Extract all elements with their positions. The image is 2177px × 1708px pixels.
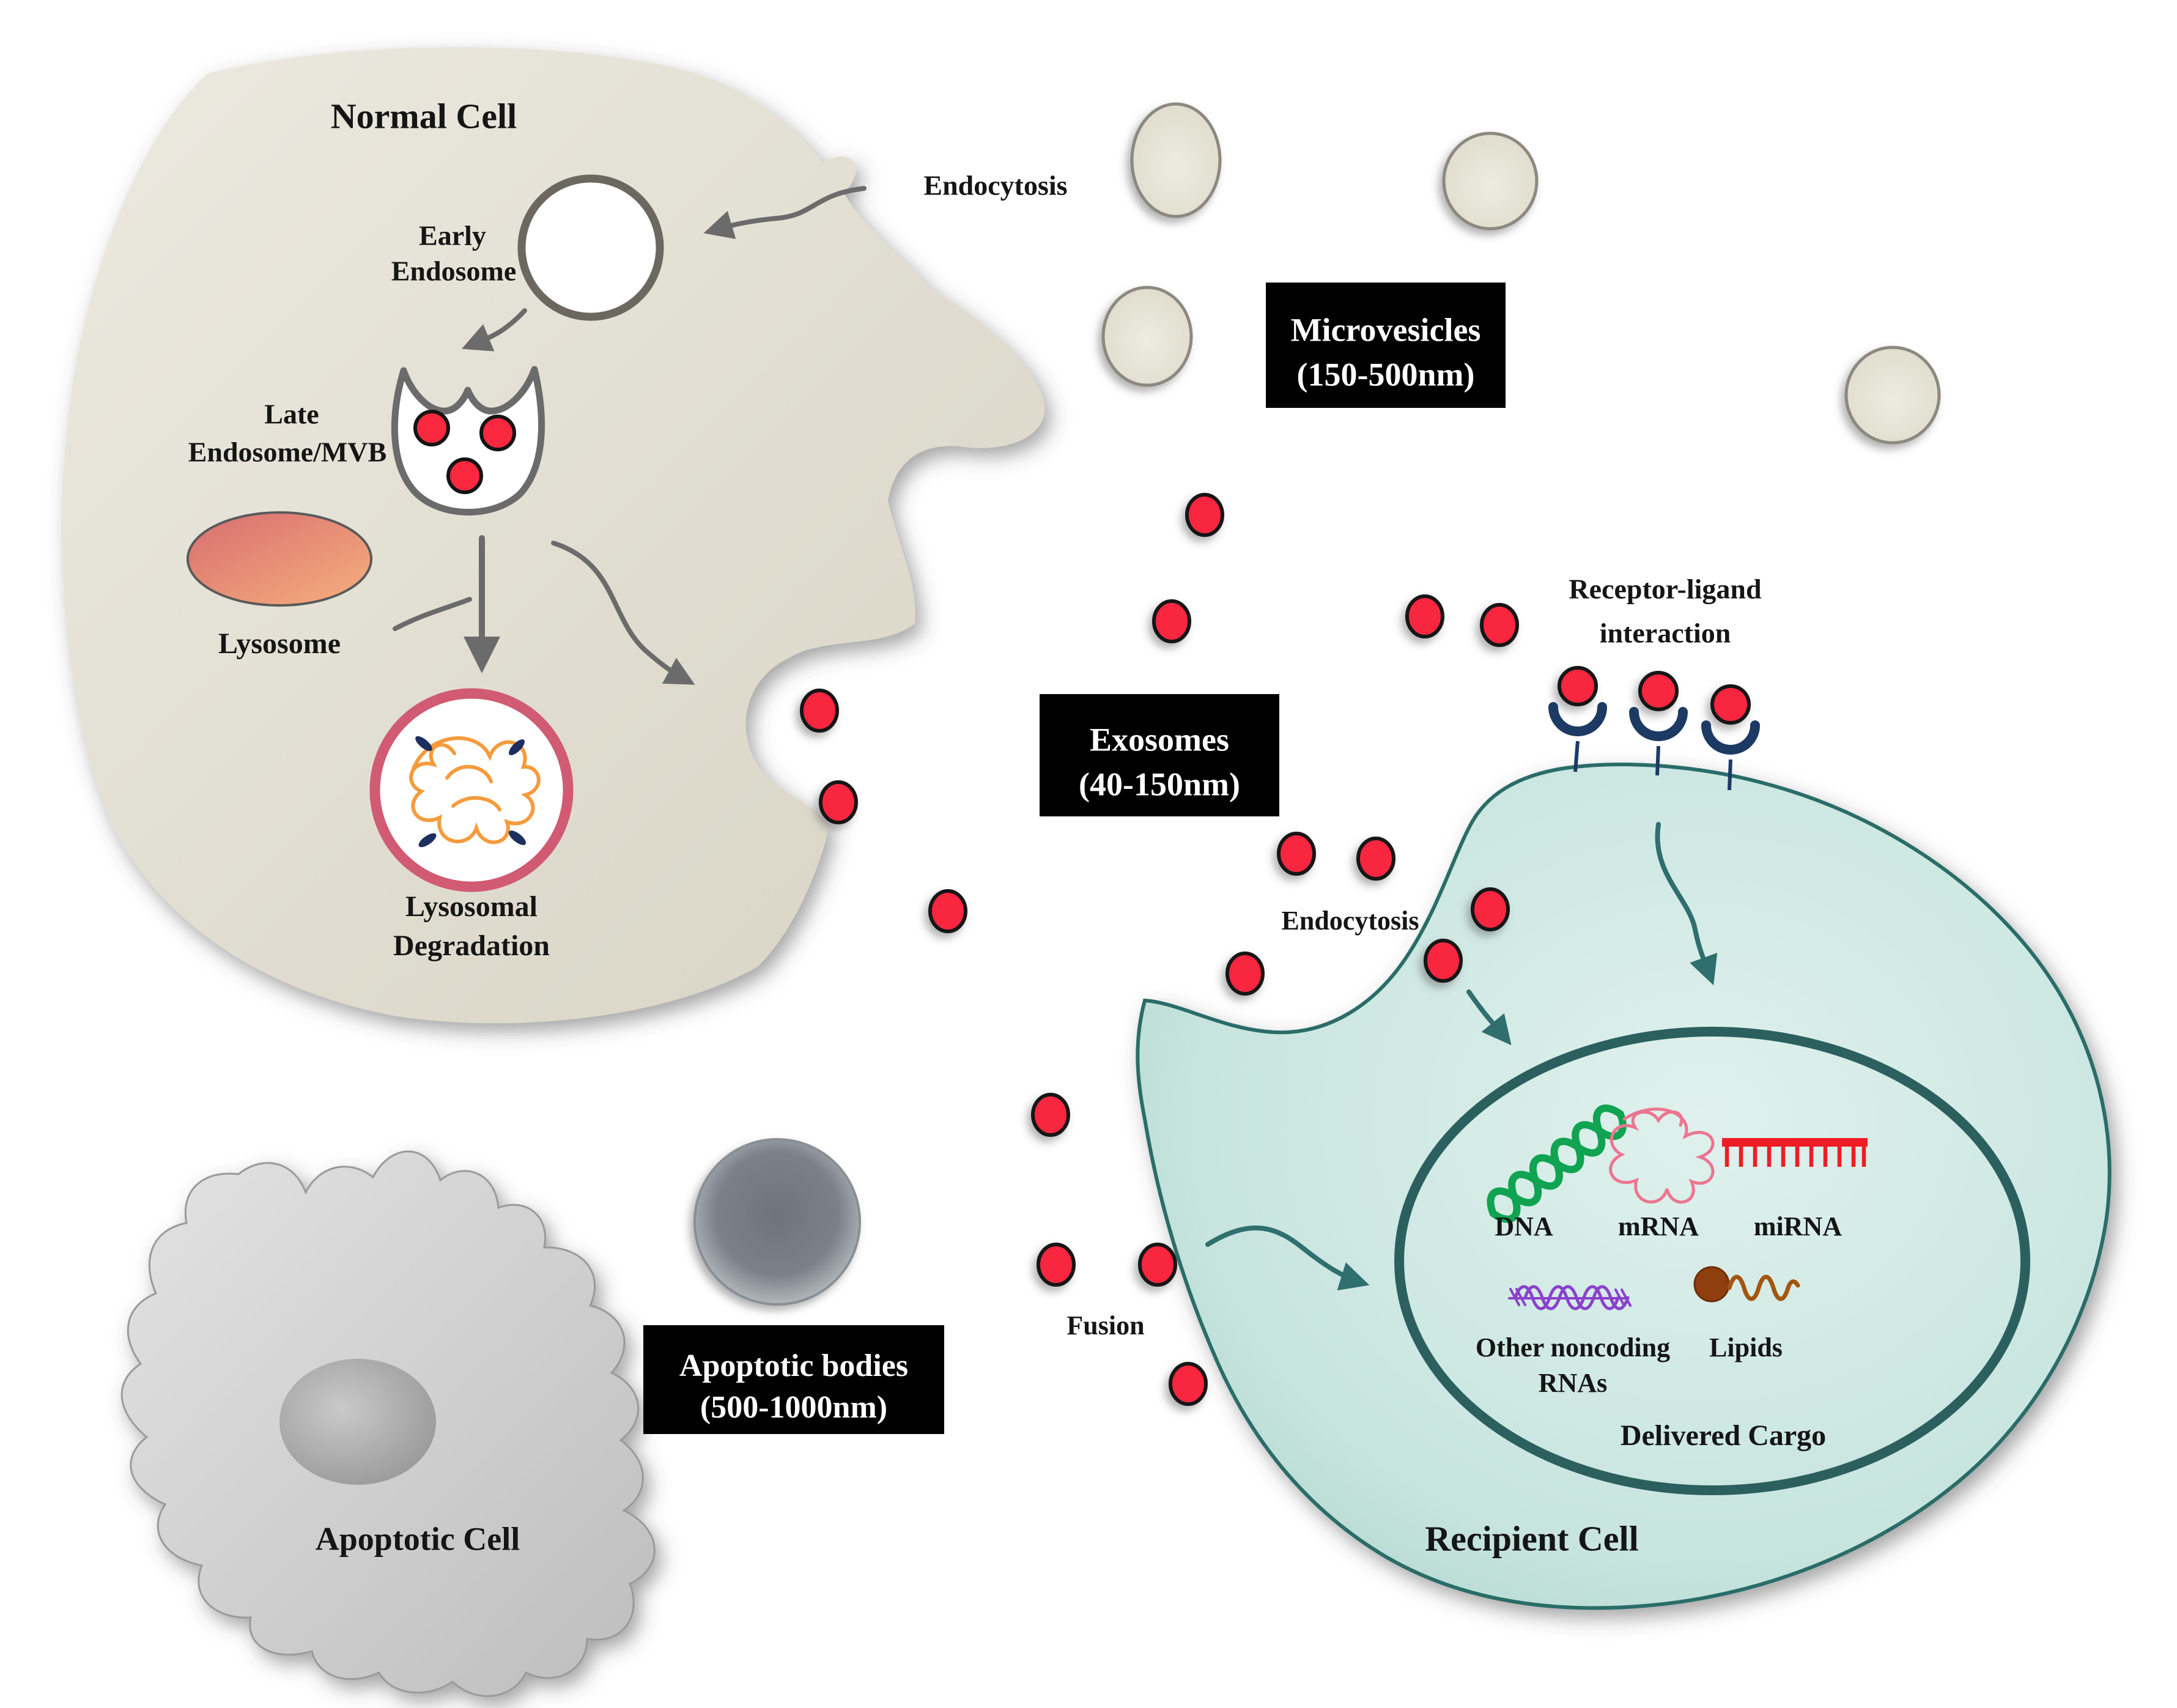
- degraded-fragment: [509, 739, 525, 755]
- delivered-cargo-label: Delivered Cargo: [1621, 1419, 1826, 1452]
- receptor-stem: [1655, 745, 1660, 776]
- exosome: [819, 780, 858, 824]
- receptor-ligand-label-line2: interaction: [1600, 618, 1731, 649]
- degraded-content-squiggle: [445, 764, 493, 783]
- early-endosome: [517, 174, 664, 321]
- receptor-bound-exosome: [1710, 684, 1751, 725]
- mirna-icon: [1722, 1138, 1868, 1167]
- normal-cell: Normal Cell Early Endosome Late Endosome…: [62, 46, 1068, 1024]
- exosome: [1471, 887, 1510, 931]
- apoptotic-bodies-size-box: Apoptotic bodies (500-1000nm): [643, 1325, 944, 1434]
- mirna-label: miRNA: [1754, 1211, 1842, 1241]
- late-endosome-mvb: [391, 366, 545, 516]
- receptor-stem: [1728, 759, 1732, 791]
- late-endosome-label-line2: Endosome/MVB: [188, 437, 387, 468]
- exosome: [928, 889, 967, 933]
- apoptotic-bodies-size: (500-1000nm): [700, 1390, 887, 1425]
- receptor-cup: [1629, 707, 1688, 741]
- lipids-icon: [1693, 1266, 1800, 1303]
- early-to-mvb-arrow: [461, 308, 527, 352]
- mrna-icon: [1609, 1107, 1715, 1204]
- dna-label: DNA: [1495, 1211, 1553, 1241]
- microvesicle: [1442, 131, 1539, 231]
- recipient-cell-title: Recipient Cell: [1425, 1518, 1639, 1558]
- lysosome-merge-line: [393, 597, 472, 631]
- degraded-fragment: [415, 736, 432, 752]
- exosomes-size-box: Exosomes (40-150nm): [1040, 694, 1279, 816]
- microvesicles-size-box: Microvesicles (150-500nm): [1266, 283, 1506, 408]
- exosomes-group: [800, 493, 1519, 1406]
- exosomes-size: (40-150nm): [1079, 766, 1240, 802]
- degraded-fragment: [418, 833, 437, 848]
- microvesicle: [1844, 346, 1941, 445]
- lysosomal-degradation: [369, 688, 574, 892]
- exosome: [1169, 1362, 1208, 1406]
- exosome: [1277, 832, 1316, 876]
- microvesicles-size: (150-500nm): [1297, 356, 1475, 393]
- exosome: [1138, 1243, 1177, 1287]
- noncoding-rna-label-line2: RNAs: [1539, 1368, 1607, 1398]
- microvesicle: [1130, 102, 1222, 218]
- microvesicles-name: Microvesicles: [1291, 311, 1481, 348]
- microvesicles-group: [1101, 102, 1941, 445]
- lysosomal-degradation-label-line1: Lysosomal: [405, 890, 538, 923]
- apoptotic-cell-title: Apoptotic Cell: [316, 1520, 520, 1557]
- exosome: [800, 689, 839, 733]
- apoptotic-body: [693, 1138, 861, 1306]
- degraded-content-squiggle: [409, 736, 541, 845]
- degraded-content-squiggle: [451, 796, 501, 811]
- exosome: [1152, 599, 1191, 643]
- endocytosis-label-top: Endocytosis: [923, 170, 1067, 201]
- late-endosome-label-line1: Late: [264, 399, 319, 430]
- recipient-cell: DNA mRNA miRNA Other noncoding RNAs Lipi…: [1136, 763, 2112, 1610]
- exosome: [1185, 493, 1224, 537]
- apoptotic-cell: Apoptotic Cell: [120, 1150, 656, 1697]
- normal-cell-body: [62, 46, 1045, 1024]
- lysosomal-degradation-label-line2: Degradation: [393, 930, 550, 962]
- exosome: [1405, 594, 1444, 638]
- lysosome: [187, 511, 372, 607]
- lysosome-label: Lysosome: [218, 627, 341, 660]
- apoptotic-nucleus: [279, 1359, 436, 1485]
- apoptotic-bodies-name: Apoptotic bodies: [679, 1348, 908, 1383]
- receptor-ligand-group: Receptor-ligand interaction: [1548, 574, 1762, 791]
- fusion-label: Fusion: [1066, 1311, 1144, 1340]
- exosome: [1225, 952, 1265, 996]
- recipient-endocytosis-label: Endocytosis: [1282, 906, 1419, 936]
- exosome: [1356, 837, 1395, 881]
- mvb-vesicle: [446, 457, 483, 494]
- endocytosis-arrow: [703, 186, 867, 239]
- mvb-vesicle: [413, 410, 450, 446]
- receptor-cup: [1548, 702, 1607, 736]
- degraded-fragment: [508, 830, 527, 845]
- noncoding-rna-label-line1: Other noncoding: [1476, 1333, 1670, 1362]
- normal-cell-title: Normal Cell: [331, 96, 517, 136]
- receptor-ligand-label-line1: Receptor-ligand: [1569, 574, 1762, 605]
- mrna-label: mRNA: [1618, 1211, 1699, 1241]
- exosome: [1424, 939, 1463, 983]
- receptor-bound-exosome: [1638, 671, 1679, 711]
- fusion-arrow: [1205, 1225, 1370, 1291]
- exosome: [1037, 1243, 1076, 1287]
- lipids-label: Lipids: [1709, 1333, 1783, 1362]
- early-endosome-label-line2: Endosome: [391, 256, 516, 287]
- receptor-to-cargo-arrow: [1655, 822, 1718, 986]
- recipient-endocytosis-arrow: [1466, 989, 1512, 1046]
- receptor-cup: [1701, 720, 1760, 755]
- early-endosome-label-line1: Early: [419, 220, 486, 251]
- exosome: [1031, 1093, 1070, 1137]
- recipient-cell-body: [1136, 763, 2112, 1610]
- mvb-to-secretion-arrow: [551, 541, 695, 685]
- mvb-vesicle: [479, 415, 516, 451]
- receptor-bound-exosome: [1558, 666, 1598, 706]
- receptor-stem: [1573, 741, 1580, 772]
- exosome: [1480, 603, 1519, 647]
- dna-icon: [1487, 1104, 1627, 1223]
- delivered-cargo-circle: [1394, 1027, 2030, 1495]
- noncoding-rna-icon: [1508, 1285, 1632, 1311]
- microvesicle: [1101, 286, 1193, 387]
- exosomes-name: Exosomes: [1090, 721, 1229, 758]
